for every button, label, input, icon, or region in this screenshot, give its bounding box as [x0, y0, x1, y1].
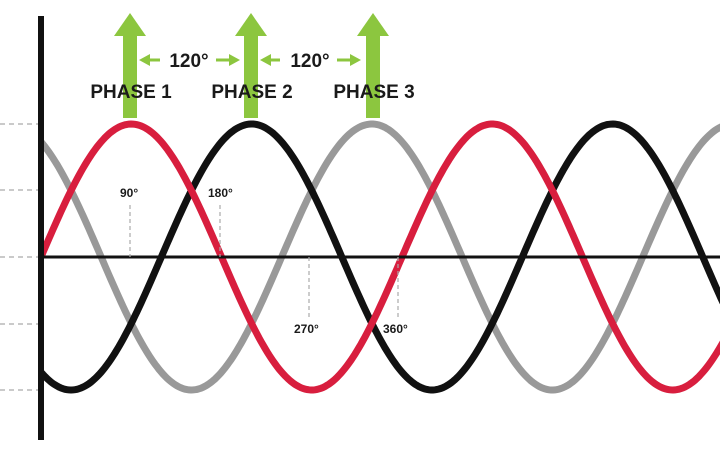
phase-3-label: PHASE 3 — [333, 82, 414, 103]
spacing-arrow-1 — [139, 54, 240, 66]
waves — [37, 120, 720, 394]
level-ticks — [0, 123, 38, 391]
angle-label-180: 180° — [208, 186, 233, 200]
phase-3-wave — [38, 120, 720, 394]
spacing-label-1: 120° — [169, 51, 208, 72]
phase-1-arrow — [114, 13, 146, 118]
angle-label-90: 90° — [120, 186, 138, 200]
spacing-label-2: 120° — [290, 51, 329, 72]
angle-label-270: 270° — [294, 322, 319, 336]
spacing-arrow-2 — [260, 54, 361, 66]
phase-3-arrow — [357, 13, 389, 118]
spacing-arrows — [139, 54, 361, 66]
phase-arrows — [114, 13, 389, 118]
angle-label-360: 360° — [383, 322, 408, 336]
phase-2-wave — [38, 120, 720, 394]
phase-2-label: PHASE 2 — [211, 82, 292, 103]
angle-guides — [129, 205, 399, 318]
phase-1-wave — [37, 120, 720, 394]
phase-2-arrow — [235, 13, 267, 118]
phase-1-label: PHASE 1 — [90, 82, 172, 103]
